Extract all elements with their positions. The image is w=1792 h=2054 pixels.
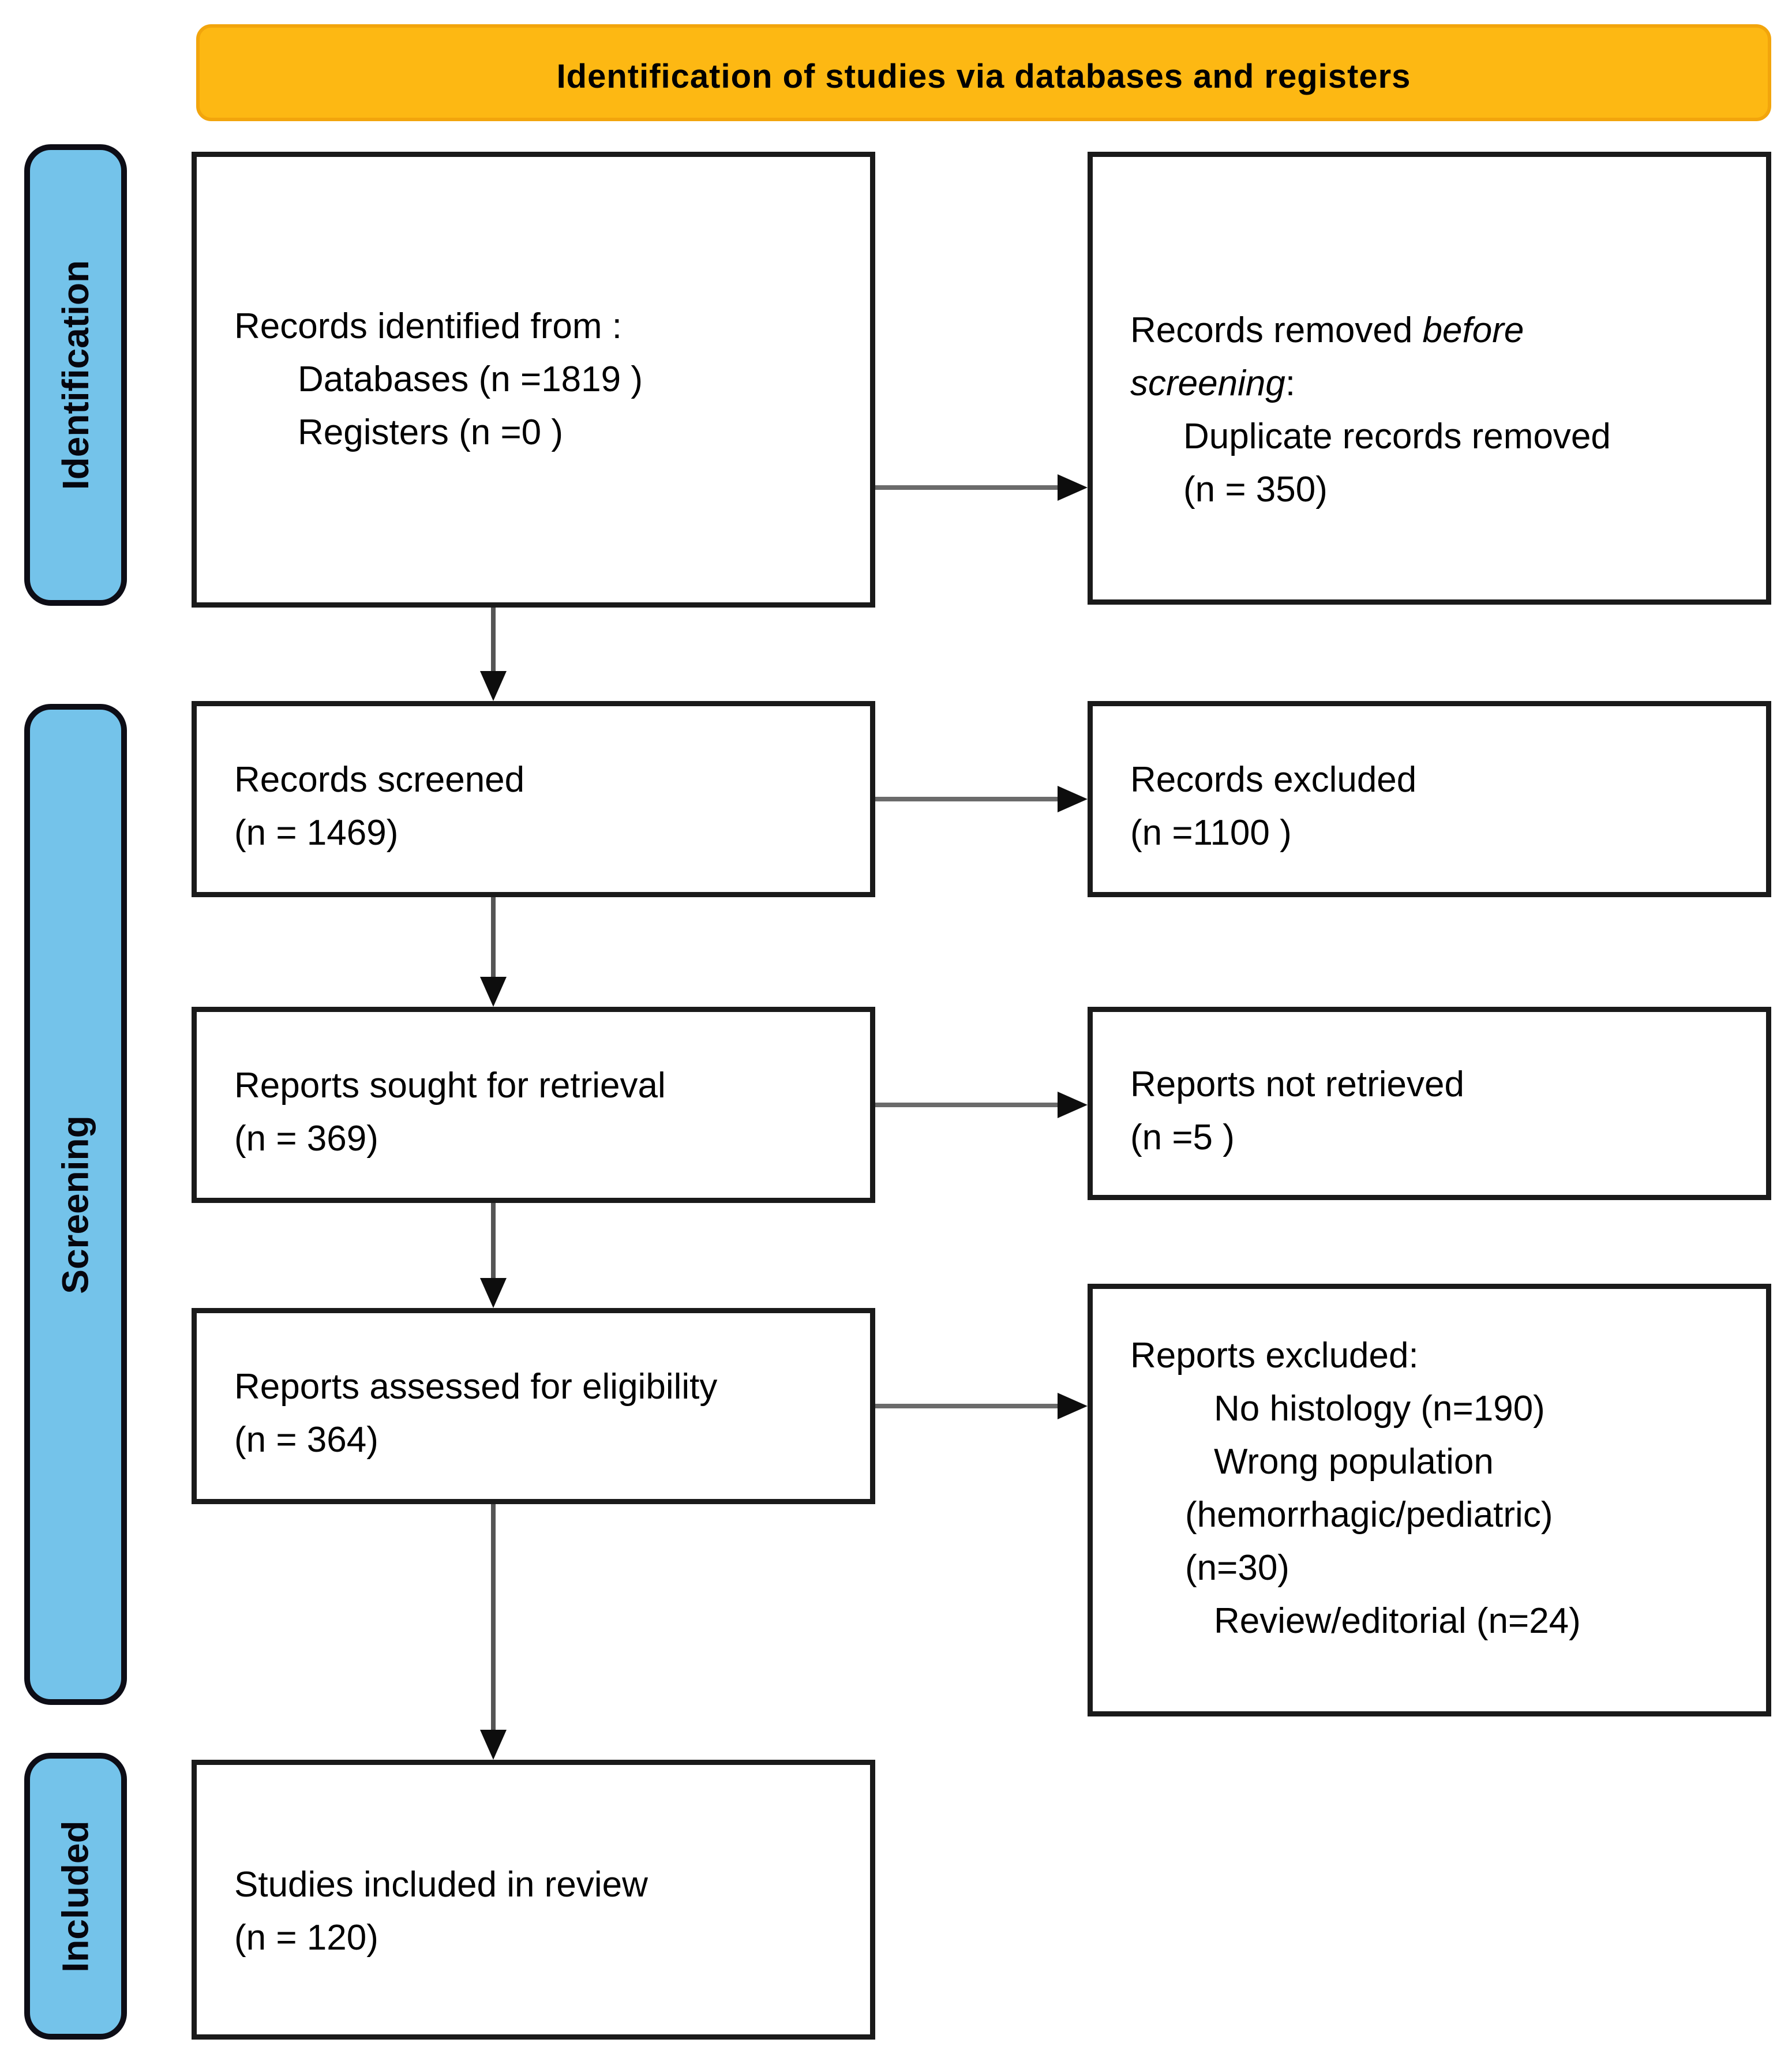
arrow-head-down-4-icon <box>480 1730 507 1760</box>
box-text-line: Registers (n =0 ) <box>298 413 564 452</box>
stage-label-screening-text: Screening <box>55 1115 96 1294</box>
arrow-line-down-2 <box>491 897 496 980</box>
box-text-line: Wrong population <box>1214 1442 1494 1482</box>
arrow-line-right-4 <box>875 1404 1061 1408</box>
box-records-screened: Records screened (n = 1469) <box>192 701 875 897</box>
box-text-line: Reports sought for retrieval <box>234 1066 666 1105</box>
stage-label-included: Included <box>24 1753 127 2040</box>
box-reports-sought: Reports sought for retrieval (n = 369) <box>192 1007 875 1203</box>
arrow-head-right-1-icon <box>1058 474 1088 501</box>
box-records-excluded: Records excluded (n =1100 ) <box>1088 701 1771 897</box>
arrow-line-right-3 <box>875 1103 1061 1107</box>
arrow-head-right-4-icon <box>1058 1393 1088 1419</box>
box-text-line: (hemorrhagic/pediatric) <box>1185 1495 1553 1535</box>
box-studies-included: Studies included in review (n = 120) <box>192 1760 875 2040</box>
box-text-line: (n = 350) <box>1183 469 1328 509</box>
box-text-line: Reports assessed for eligibility <box>234 1367 718 1407</box>
box-text-line: (n = 1469) <box>234 813 399 853</box>
arrow-line-right-2 <box>875 797 1061 801</box>
box-text-line: (n = 120) <box>234 1917 378 1958</box>
arrow-line-down-3 <box>491 1203 496 1281</box>
box-text-line: Reports excluded: <box>1130 1336 1419 1375</box>
box-text-line: screening: <box>1130 363 1296 403</box>
box-text-line: (n = 364) <box>234 1420 378 1460</box>
box-text-line: No histology (n=190) <box>1214 1389 1545 1429</box>
arrow-line-down-1 <box>491 608 496 674</box>
box-records-removed: Records removed before screening: Duplic… <box>1088 152 1771 605</box>
box-reports-excluded: Reports excluded: No histology (n=190) W… <box>1088 1284 1771 1716</box>
stage-label-identification-text: Identification <box>55 260 96 490</box>
box-text-line: Review/editorial (n=24) <box>1214 1601 1581 1641</box>
box-text-line: Records screened <box>234 760 525 800</box>
arrow-line-down-4 <box>491 1504 496 1733</box>
box-reports-not-retrieved: Reports not retrieved (n =5 ) <box>1088 1007 1771 1200</box>
arrow-head-right-2-icon <box>1058 786 1088 812</box>
box-text-line: (n =5 ) <box>1130 1117 1235 1157</box>
box-records-identified: Records identified from : Databases (n =… <box>192 152 875 608</box>
box-text-line: Records removed before <box>1130 310 1524 350</box>
box-text-line: Records excluded <box>1130 760 1417 800</box>
box-text-line: Studies included in review <box>234 1864 648 1905</box>
box-reports-assessed: Reports assessed for eligibility (n = 36… <box>192 1308 875 1504</box>
arrow-head-down-1-icon <box>480 671 507 701</box>
stage-label-identification: Identification <box>24 144 127 606</box>
arrow-head-down-3-icon <box>480 1278 507 1308</box>
box-text-line: (n =1100 ) <box>1130 813 1292 853</box>
arrow-line-right-1 <box>875 485 1061 490</box>
stage-label-included-text: Included <box>55 1820 96 1973</box>
box-text-line: Databases (n =1819 ) <box>298 359 643 399</box>
arrow-head-down-2-icon <box>480 977 507 1007</box>
box-text-line: (n = 369) <box>234 1119 378 1159</box>
header-banner: Identification of studies via databases … <box>196 24 1771 121</box>
stage-label-screening: Screening <box>24 704 127 1705</box>
header-title: Identification of studies via databases … <box>556 57 1411 95</box>
box-text-line: (n=30) <box>1185 1548 1289 1588</box>
box-text-line: Reports not retrieved <box>1130 1064 1464 1104</box>
arrow-head-right-3-icon <box>1058 1092 1088 1118</box>
box-text-line: Records identified from : <box>234 306 622 346</box>
box-text-line: Duplicate records removed <box>1183 416 1611 456</box>
